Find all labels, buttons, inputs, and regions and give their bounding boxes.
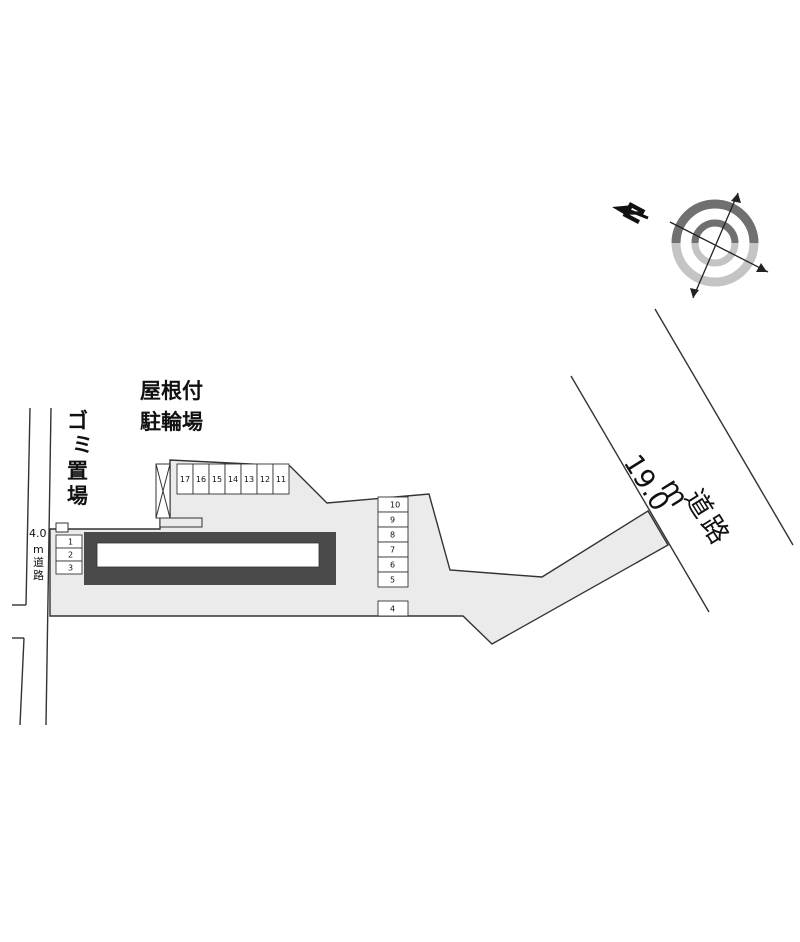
parking-standalone: 4 [377,600,409,617]
parking-space [377,571,409,588]
bicycle-parking-label-line2: 駐輪場 [140,410,203,434]
parking-space-number: 17 [180,475,190,484]
side-road-width: 4.0 [29,527,47,540]
parking-space-number: 12 [260,475,270,484]
garbage-area-label: ゴ ミ 置 場 [67,409,93,508]
side-road [12,407,52,726]
building [84,532,336,585]
parking-space-number: 3 [68,564,73,573]
compass-rose-icon: N [612,192,769,299]
parking-space-number: 10 [390,501,400,510]
parking-space-number: 6 [390,561,395,570]
parking-space-number: 4 [390,605,395,614]
side-road-unit: 路 [33,569,44,582]
bicycle-parking-label-line1: 屋根付 [140,379,203,403]
garbage-label-char: 場 [67,484,88,508]
compass-north-label: N [618,198,652,229]
parking-right-column: 10 9 8 7 6 5 [377,496,409,588]
side-road-label: 4.0 m 道 路 [29,527,47,582]
garbage-label-char: ミ [72,433,93,457]
parking-space-number: 13 [244,475,254,484]
main-road [570,308,794,613]
parking-space [377,600,409,617]
parking-left-column: 1 2 3 [55,534,83,575]
side-road-unit: m [33,543,44,556]
garbage-area-box [55,522,69,533]
parking-space [55,560,83,575]
parking-space-number: 5 [390,576,395,585]
parking-space [272,463,290,495]
parking-space-number: 9 [390,516,395,525]
parking-space-number: 2 [68,551,73,560]
parking-space-number: 1 [68,538,73,547]
side-road-unit: 道 [33,555,44,569]
parking-space-number: 14 [228,475,238,484]
parking-top-row: 17 16 15 14 13 12 11 [176,463,290,495]
parking-space-number: 11 [276,475,286,484]
garbage-label-char: ゴ [67,409,88,433]
parking-space-number: 7 [390,546,395,555]
garbage-label-char: 置 [67,459,88,483]
parking-space-number: 15 [212,475,222,484]
parking-space-number: 8 [390,531,395,540]
parking-space-number: 16 [196,475,206,484]
bicycle-parking [155,463,203,528]
